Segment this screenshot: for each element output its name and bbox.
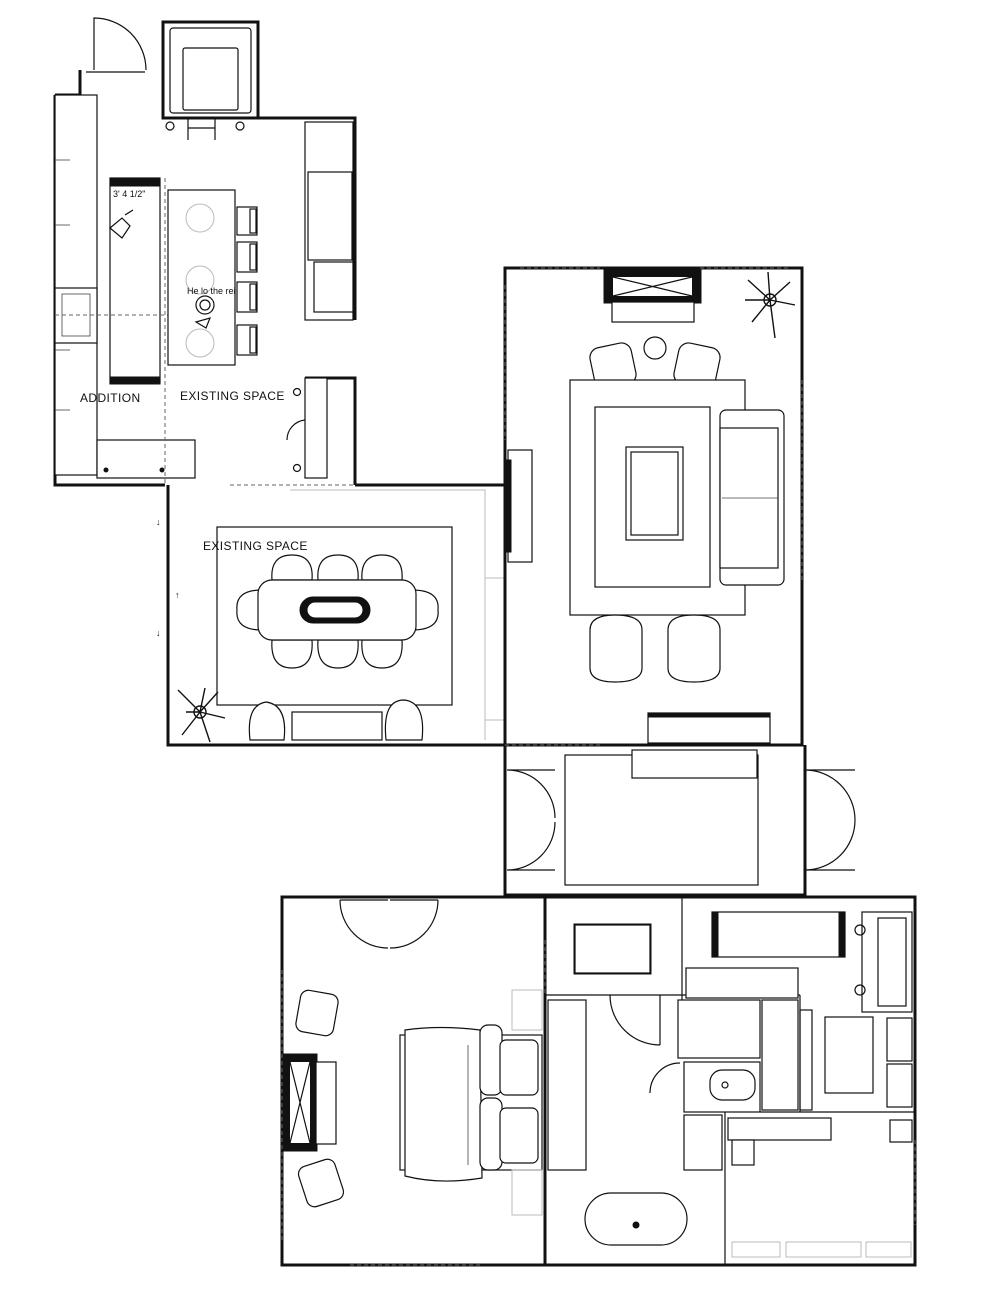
- laundry-counter: [711, 911, 846, 958]
- vanity: [547, 999, 587, 1171]
- svg-text:↑: ↑: [175, 590, 180, 600]
- addition-label: ADDITION: [80, 391, 141, 405]
- existing-space-label-dining: EXISTING SPACE: [203, 539, 308, 553]
- bottom-counter: [96, 439, 196, 479]
- kitchen-north-wall-left: [55, 70, 82, 97]
- bedroom: [280, 895, 547, 1267]
- shower-bench: [727, 1117, 832, 1141]
- bar-stools: [236, 206, 258, 356]
- left-counter: [54, 94, 98, 476]
- media-console: [507, 449, 533, 563]
- dining-chairs: [236, 554, 439, 669]
- plant-icon: [745, 271, 796, 339]
- coffee-table: [625, 446, 684, 541]
- bed: [399, 1024, 543, 1182]
- dining-room: ↓ ↑ ↓ EXISTING SPACE: [156, 483, 505, 747]
- bathtub-icon: [584, 1192, 688, 1246]
- kitchen-east-wall-upper: [258, 116, 357, 320]
- living-room: [503, 266, 804, 747]
- dining-console: [291, 711, 383, 741]
- lounge-chairs: [589, 614, 721, 683]
- kitchen-island: [167, 189, 236, 366]
- dimension-label: 3' 4 1/2": [113, 189, 145, 199]
- bedroom-chair: [295, 989, 339, 1037]
- galley-island: [109, 177, 161, 384]
- bathroom-suite: [544, 895, 917, 1267]
- note-label: He lo the rei: [187, 286, 236, 296]
- washer: [824, 1016, 874, 1094]
- toilet-icon: [709, 1069, 756, 1101]
- kitchen-area: 3' 4 1/2" He lo the rei ADDITION EXISTIN…: [53, 17, 357, 487]
- pantry-door: [304, 377, 328, 479]
- existing-space-label-top: EXISTING SPACE: [180, 389, 285, 403]
- foyer: [503, 744, 856, 897]
- svg-text:↓: ↓: [156, 517, 161, 527]
- entry-bench: [631, 749, 758, 779]
- pendant-icon: [195, 295, 215, 315]
- bedroom-chair: [297, 1158, 345, 1208]
- kitchen-entry-nook: [161, 20, 260, 120]
- linen-cabinet: [677, 999, 761, 1059]
- side-table: [643, 336, 667, 360]
- svg-text:↓: ↓: [156, 628, 161, 638]
- accent-chairs: [589, 342, 721, 390]
- plant-icon: [177, 687, 226, 743]
- storage-cabinet: [761, 999, 799, 1111]
